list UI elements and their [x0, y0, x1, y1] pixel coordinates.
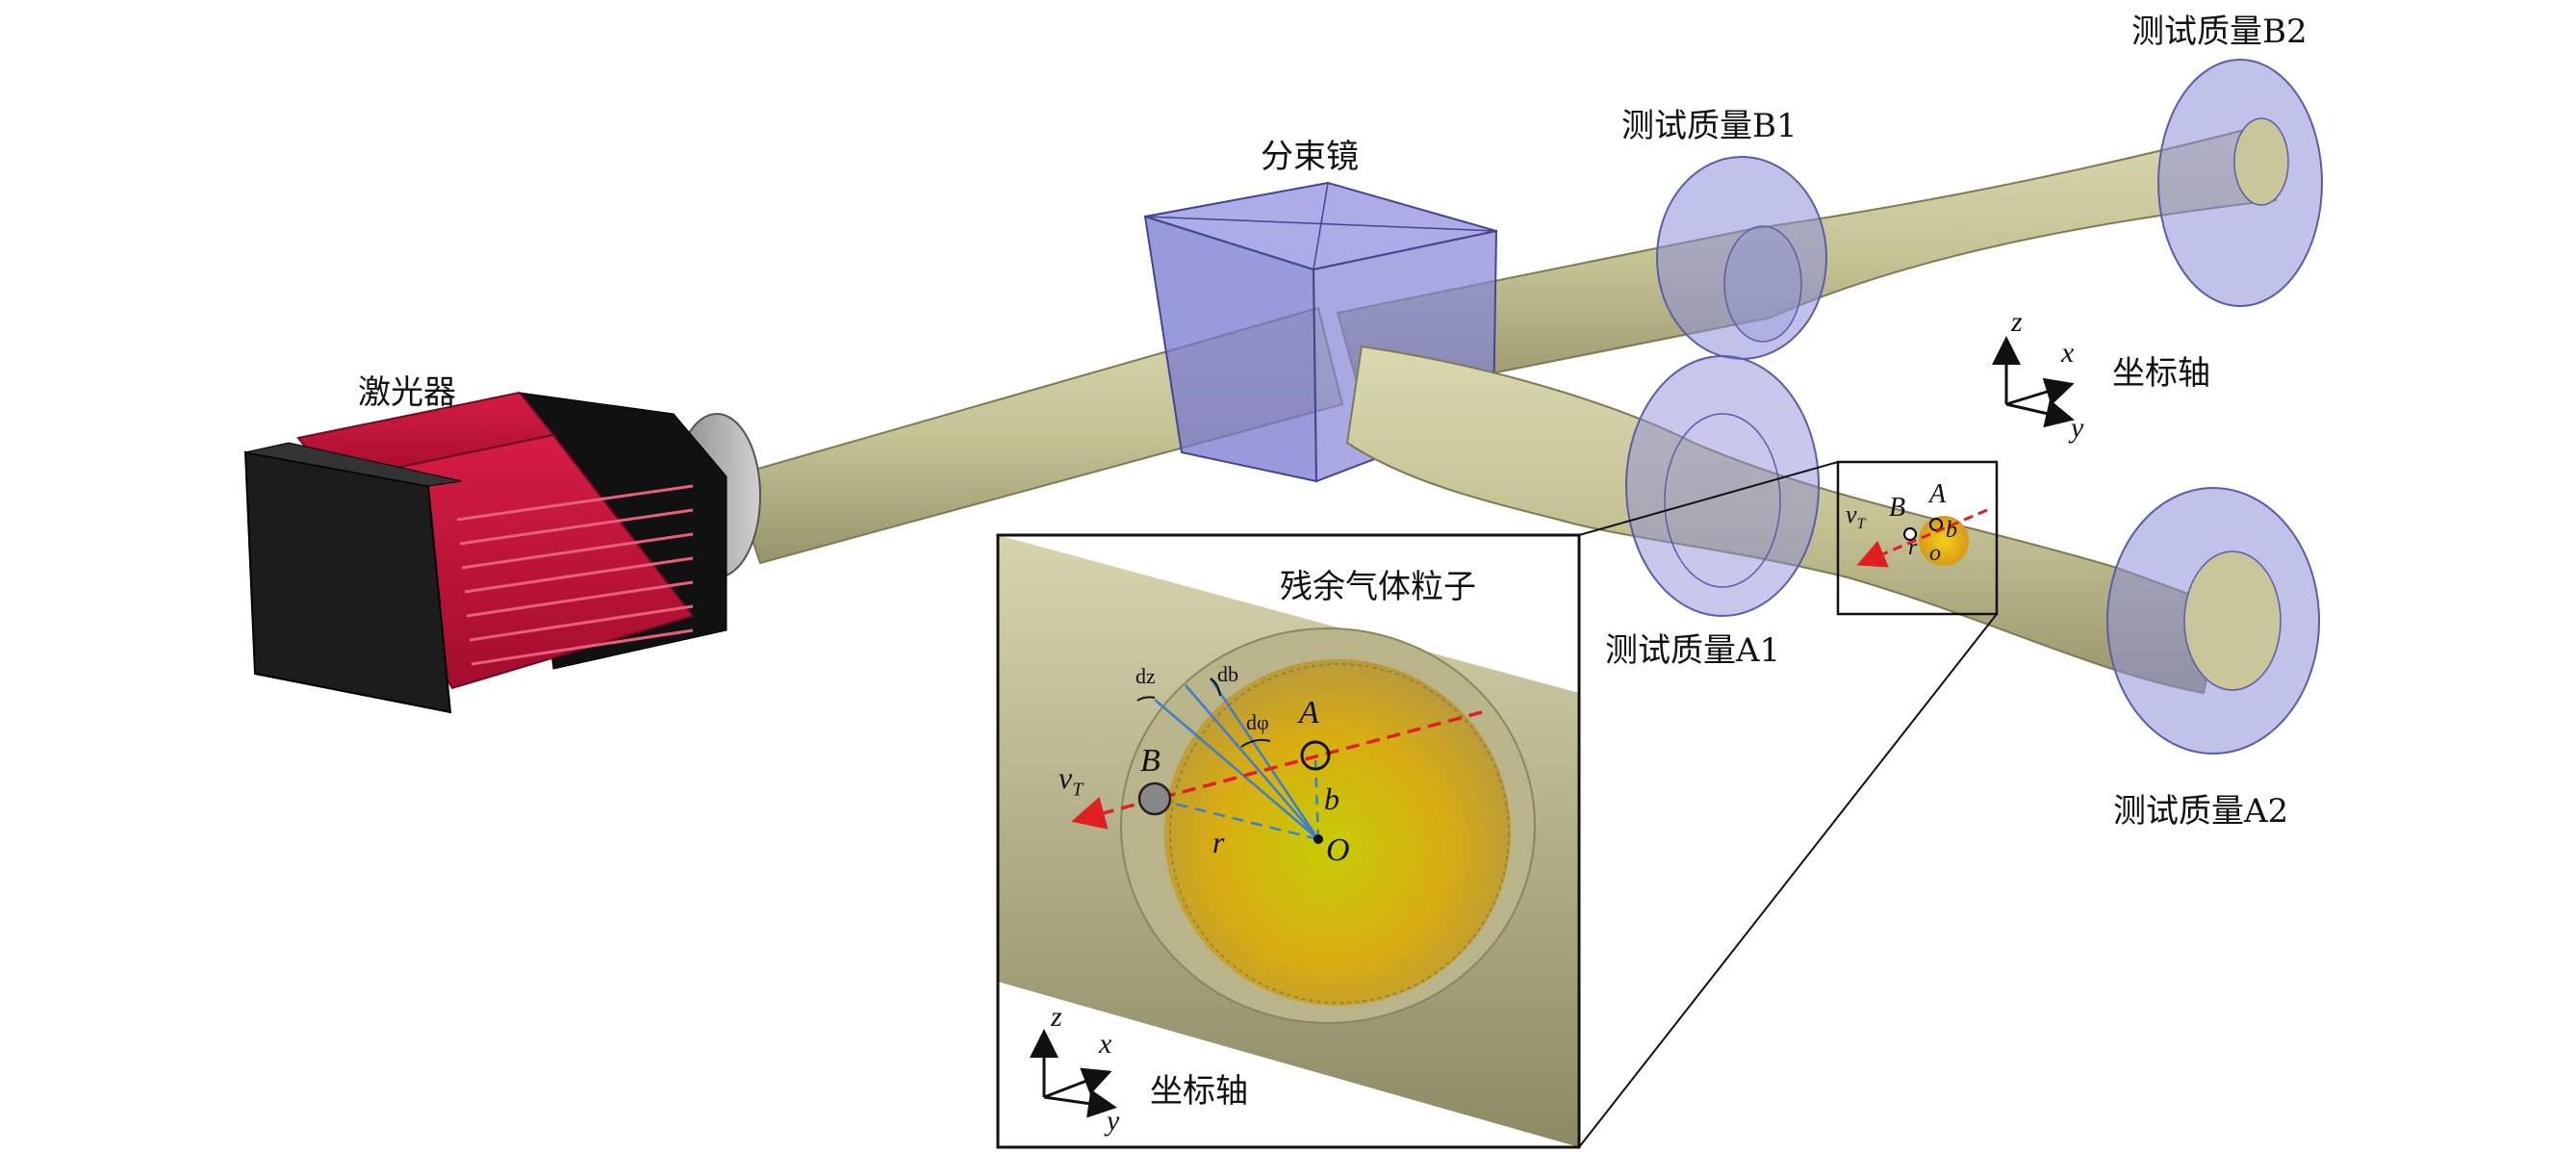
test-mass-b1: [1656, 156, 1827, 360]
origin-point: [1314, 834, 1323, 844]
particle-b: [1137, 781, 1172, 816]
zoom-line-top: [1578, 461, 1839, 536]
axis-x: x: [2061, 337, 2075, 369]
test-mass-a2: [2106, 487, 2320, 755]
label-axes: 坐标轴: [2112, 354, 2210, 393]
axes-inset: [1030, 1029, 1117, 1118]
inset-b-label: B: [1140, 743, 1160, 779]
inset-dphi-label: dφ: [1246, 710, 1269, 734]
axes-main: [1992, 336, 2075, 428]
inset-b-radius-label: b: [1324, 781, 1339, 816]
particle-a: [1300, 740, 1331, 771]
small-b-label: B: [1889, 493, 1906, 523]
inset-o-label: O: [1326, 832, 1350, 868]
small-b-radius-label: b: [1946, 518, 1957, 543]
axis-z: z: [2011, 306, 2023, 338]
small-gas-particle: [1856, 508, 1988, 568]
label-beam-splitter: 分束镜: [1261, 138, 1359, 176]
guide-lines: [1154, 678, 1320, 841]
inset-axis-x: x: [1099, 1028, 1112, 1060]
inset-r-label: r: [1212, 825, 1225, 859]
label-test-mass-a2: 测试质量A2: [2113, 792, 2289, 831]
laser: [243, 391, 761, 714]
test-mass-a1: [1625, 355, 1820, 617]
small-r-label: r: [1908, 535, 1918, 560]
test-mass-b2: [2157, 59, 2323, 307]
inset-vt-label: vT: [1058, 760, 1084, 801]
label-residual-gas: 残余气体粒子: [1280, 568, 1476, 606]
small-a-label: A: [1929, 479, 1947, 509]
zoom-box: [1836, 460, 1999, 616]
inset-panel: [996, 533, 1581, 1149]
inset-a-label: A: [1299, 695, 1319, 730]
inset-dz-label: dz: [1135, 664, 1156, 688]
small-o-label: o: [1929, 541, 1941, 566]
label-laser: 激光器: [358, 373, 456, 412]
zoom-line-bottom: [1578, 613, 1998, 1148]
label-inset-axes: 坐标轴: [1150, 1072, 1248, 1111]
inset-db-label: db: [1217, 662, 1238, 686]
small-vt-label: vT: [1846, 500, 1866, 533]
inset-axis-y: y: [1107, 1105, 1120, 1137]
label-test-mass-a1: 测试质量A1: [1605, 631, 1781, 670]
axis-y: y: [2071, 412, 2084, 444]
inset-axis-z: z: [1051, 1001, 1062, 1033]
label-test-mass-b1: 测试质量B1: [1621, 107, 1798, 145]
label-test-mass-b2: 测试质量B2: [2131, 13, 2308, 51]
